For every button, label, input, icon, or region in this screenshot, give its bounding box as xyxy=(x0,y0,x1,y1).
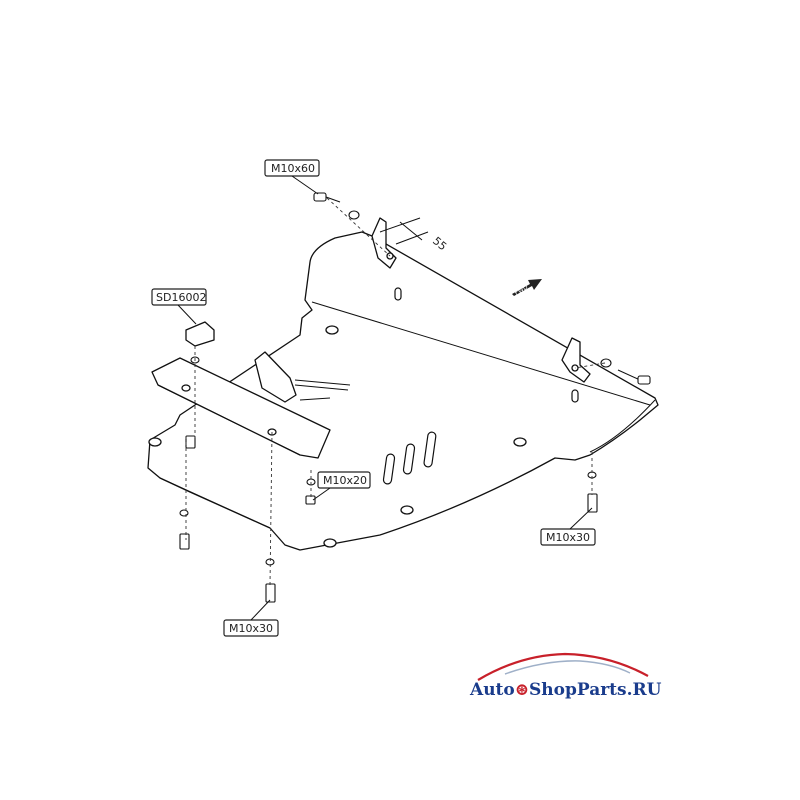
bolt-m10x30-right xyxy=(587,471,598,513)
slot-4 xyxy=(394,287,402,301)
bolt-left-lower xyxy=(179,509,190,550)
slot-1 xyxy=(382,453,396,485)
svg-text:M10x30: M10x30 xyxy=(546,531,590,544)
svg-text:M10x30: M10x30 xyxy=(229,622,273,635)
callout-m10x30-right: M10x30 xyxy=(540,507,596,546)
hole-3 xyxy=(400,505,414,515)
svg-text:55: 55 xyxy=(430,234,449,253)
plate-rear-flange xyxy=(589,399,656,453)
callout-m10x20: M10x20 xyxy=(312,471,371,501)
bolt-m10x60 xyxy=(313,192,360,220)
svg-text:Auto⊛ShopParts.RU: Auto⊛ShopParts.RU xyxy=(469,680,662,700)
bolt-left-upper xyxy=(185,435,196,449)
svg-text:M10x20: M10x20 xyxy=(323,474,367,487)
hole-2 xyxy=(513,437,527,447)
watermark-logo: Auto⊛ShopParts.RU xyxy=(469,652,662,700)
slot-5 xyxy=(571,389,579,403)
bolt-right xyxy=(600,358,651,385)
logo-wheel-icon: ⊛ xyxy=(515,680,529,700)
slot-2 xyxy=(402,443,416,475)
logo-swoosh-inner xyxy=(504,660,631,675)
plate-bend-line xyxy=(311,301,651,406)
assembly-lines xyxy=(185,197,606,586)
hole-5 xyxy=(323,538,337,548)
hole-4 xyxy=(148,437,162,447)
hole-6 xyxy=(181,384,191,392)
logo-text-rest: ShopParts.RU xyxy=(529,680,662,700)
callout-m10x60: M10x60 xyxy=(264,159,320,195)
callout-sd16002: SD16002 xyxy=(151,288,207,325)
logo-text-auto: Auto xyxy=(469,680,515,700)
slot-3 xyxy=(423,431,437,468)
svg-text:FWD: FWD xyxy=(514,283,530,296)
logo-swoosh xyxy=(477,652,649,681)
fwd-arrow: FWD xyxy=(512,279,542,297)
hole-8 xyxy=(386,252,394,260)
center-bracket xyxy=(254,351,297,403)
svg-text:SD16002: SD16002 xyxy=(156,291,206,304)
rear-tab-right xyxy=(561,337,591,383)
crossmember-edge xyxy=(157,384,301,456)
sd16002-bracket xyxy=(185,321,215,347)
link-rod xyxy=(294,379,351,401)
svg-text:M10x60: M10x60 xyxy=(271,162,315,175)
bolt-m10x30-bottom xyxy=(265,558,276,603)
hole-1 xyxy=(325,325,339,335)
plate-side-flange xyxy=(159,477,271,529)
callout-m10x30-bottom: M10x30 xyxy=(223,599,279,637)
